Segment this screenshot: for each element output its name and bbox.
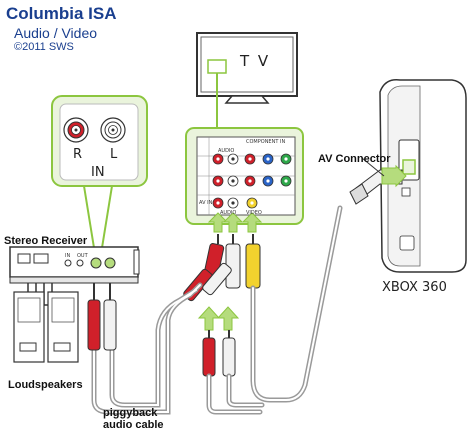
receiver-input-zoom [51, 95, 148, 255]
av-connector [349, 157, 407, 205]
stereo-receiver-label: Stereo Receiver [4, 235, 88, 247]
input-l-label: L [110, 147, 118, 162]
tv-audio-text: AUDIO [218, 148, 235, 154]
piggyback-label-line2: audio cable [103, 419, 164, 431]
piggyback-arrows [197, 306, 240, 331]
loudspeakers [13, 291, 79, 363]
tv-video-text: VIDEO [246, 210, 262, 216]
input-in-label: IN [91, 165, 105, 180]
tv-set [196, 32, 298, 130]
xbox-label: XBOX 360 [382, 280, 447, 295]
tv-label: T V [240, 52, 271, 70]
tv-component-text: COMPONENT IN [246, 139, 286, 145]
diagram-title: Columbia ISA [6, 4, 117, 23]
stereo-receiver [9, 246, 140, 284]
receiver-in-text: IN [65, 253, 71, 259]
tv-av-plugs [183, 234, 261, 302]
tv-av-text: AV IN [199, 200, 213, 206]
copyright-notice: ©2011 SWS [14, 41, 74, 53]
piggyback-label-line1: piggyback [103, 407, 158, 419]
input-r-label: R [73, 147, 83, 162]
av-connector-label: AV Connector [318, 153, 391, 165]
tv-input-panel [185, 127, 304, 225]
receiver-plugs [87, 283, 117, 351]
xbox-console [379, 79, 467, 273]
lower-plugs [202, 330, 236, 377]
tv-plug-arrows [207, 212, 263, 233]
diagram-subtitle: Audio / Video [14, 25, 98, 41]
tv-av-audio-text: AUDIO [220, 210, 237, 216]
cable-cores [93, 207, 341, 413]
loudspeakers-label: Loudspeakers [8, 379, 83, 391]
receiver-out-text: OUT [77, 253, 88, 259]
